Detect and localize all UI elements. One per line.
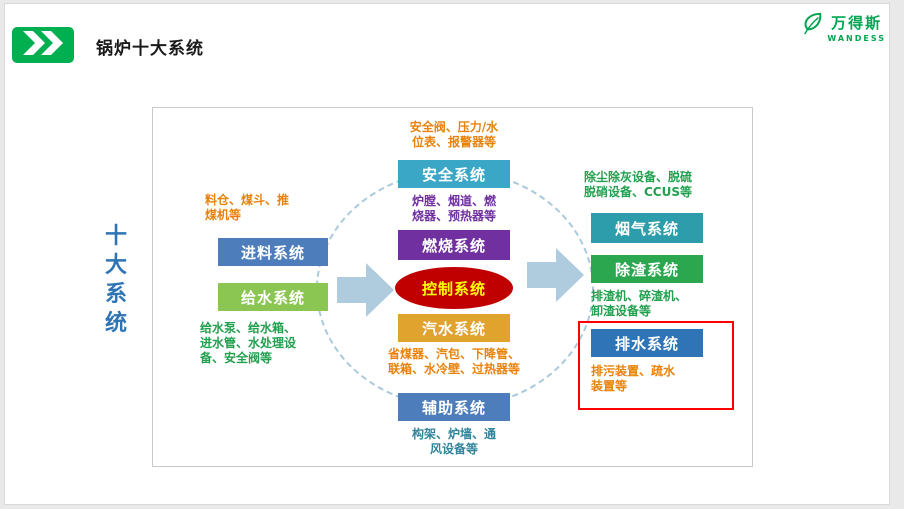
- double-chevron-icon: [19, 29, 67, 61]
- leaf-icon: [801, 12, 823, 40]
- note-framework-components: 构架、炉墙、通 风设备等: [411, 427, 496, 456]
- page-title: 锅炉十大系统: [96, 39, 204, 59]
- brand-logo: 万得斯 WANDESS: [801, 12, 886, 43]
- safety-system-box: 安全系统: [398, 160, 510, 188]
- flue-gas-system-box: 烟气系统: [591, 213, 703, 243]
- note-drainage-components: 排污装置、疏水 装置等: [591, 364, 676, 393]
- drainage-system-box: 排水系统: [591, 329, 703, 357]
- combustion-system-box: 燃烧系统: [398, 230, 510, 260]
- auxiliary-system-box: 辅助系统: [398, 393, 510, 421]
- note-furnace-components: 炉膛、烟道、燃 烧器、预热器等: [411, 194, 496, 223]
- control-system-ellipse: 控制系统: [395, 267, 513, 309]
- steam-water-system-box: 汽水系统: [398, 314, 510, 342]
- feeding-system-box: 进料系统: [218, 238, 328, 266]
- brand-subname: WANDESS: [827, 34, 886, 43]
- title-chevron-badge: [12, 27, 74, 63]
- slag-removal-system-box: 除渣系统: [591, 255, 703, 283]
- note-dedusting-components: 除尘除灰设备、脱硫 脱硝设备、CCUS等: [584, 170, 693, 199]
- side-label-ten-systems: 十 大 系 统: [104, 224, 127, 336]
- highlight-red-box: [578, 321, 734, 410]
- brand-name: 万得斯: [831, 14, 883, 32]
- feedwater-system-box: 给水系统: [218, 283, 328, 311]
- flow-arrow-left-icon: [337, 262, 395, 322]
- note-silo-components: 料仓、煤斗、推 煤机等: [205, 193, 290, 222]
- note-feedwater-components: 给水泵、给水箱、 进水管、水处理设 备、安全阀等: [200, 321, 297, 365]
- note-slag-components: 排渣机、碎渣机、 卸渣设备等: [591, 289, 688, 318]
- note-economizer-components: 省煤器、汽包、下降管、 联箱、水冷壁、过热器等: [387, 347, 520, 376]
- flow-arrow-right-icon: [527, 247, 585, 307]
- note-safety-components: 安全阀、压力/水 位表、报警器等: [409, 120, 499, 149]
